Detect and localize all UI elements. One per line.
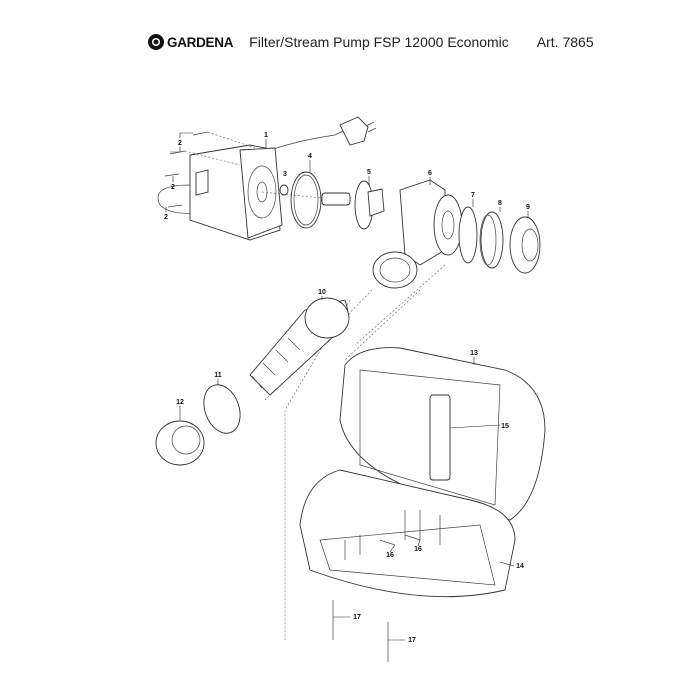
part-5-impeller-rotor <box>261 180 385 230</box>
page-header: GARDENA Filter/Stream Pump FSP 12000 Eco… <box>147 32 594 52</box>
part-14-base-housing <box>299 469 516 598</box>
label-2: 2 <box>164 214 168 221</box>
part-4-o-ring <box>290 171 322 229</box>
label-15: 15 <box>501 423 509 430</box>
label-5: 5 <box>367 169 371 176</box>
part-10-hose-adapter <box>249 297 350 396</box>
part-16-clips <box>379 534 421 546</box>
label-4: 4 <box>308 153 312 160</box>
label-14: 14 <box>516 563 524 570</box>
label-8: 8 <box>498 200 502 207</box>
label-6: 6 <box>428 170 432 177</box>
label-16: 16 <box>386 552 394 559</box>
label-17: 17 <box>353 614 361 621</box>
part-15-filter-cartridge <box>429 394 451 481</box>
label-13: 13 <box>470 350 478 357</box>
label-12: 12 <box>176 399 184 406</box>
brand-name: GARDENA <box>167 34 234 50</box>
part-11-o-ring <box>203 384 241 434</box>
gardena-logo: GARDENA <box>147 33 233 51</box>
label-9: 9 <box>526 204 530 211</box>
part-8-ring <box>479 211 504 269</box>
label-16: 16 <box>414 546 422 553</box>
label-17: 17 <box>408 637 416 644</box>
article-number: Art. 7865 <box>536 34 594 50</box>
part-2-screws <box>164 131 256 208</box>
power-cable-plug <box>157 116 377 214</box>
gardena-flower-icon <box>148 34 164 50</box>
label-2: 2 <box>178 140 182 147</box>
label-3: 3 <box>283 171 287 178</box>
part-17-screws <box>332 600 389 662</box>
part-12-union-nut <box>155 420 205 466</box>
label-10: 10 <box>318 289 326 296</box>
part-1-motor-housing <box>189 144 283 241</box>
part-labels: 1 2 2 2 3 4 5 6 7 8 9 10 11 12 13 15 14 … <box>164 132 530 644</box>
label-7: 7 <box>471 192 475 199</box>
part-7-seal-ring <box>458 206 478 264</box>
label-11: 11 <box>214 372 222 379</box>
part-9-union-nut <box>509 216 541 274</box>
part-6-pump-housing <box>372 179 463 289</box>
product-title: Filter/Stream Pump FSP 12000 Economic <box>249 34 509 50</box>
part-3-washer <box>279 184 289 196</box>
label-2: 2 <box>171 184 175 191</box>
label-1: 1 <box>264 132 268 139</box>
